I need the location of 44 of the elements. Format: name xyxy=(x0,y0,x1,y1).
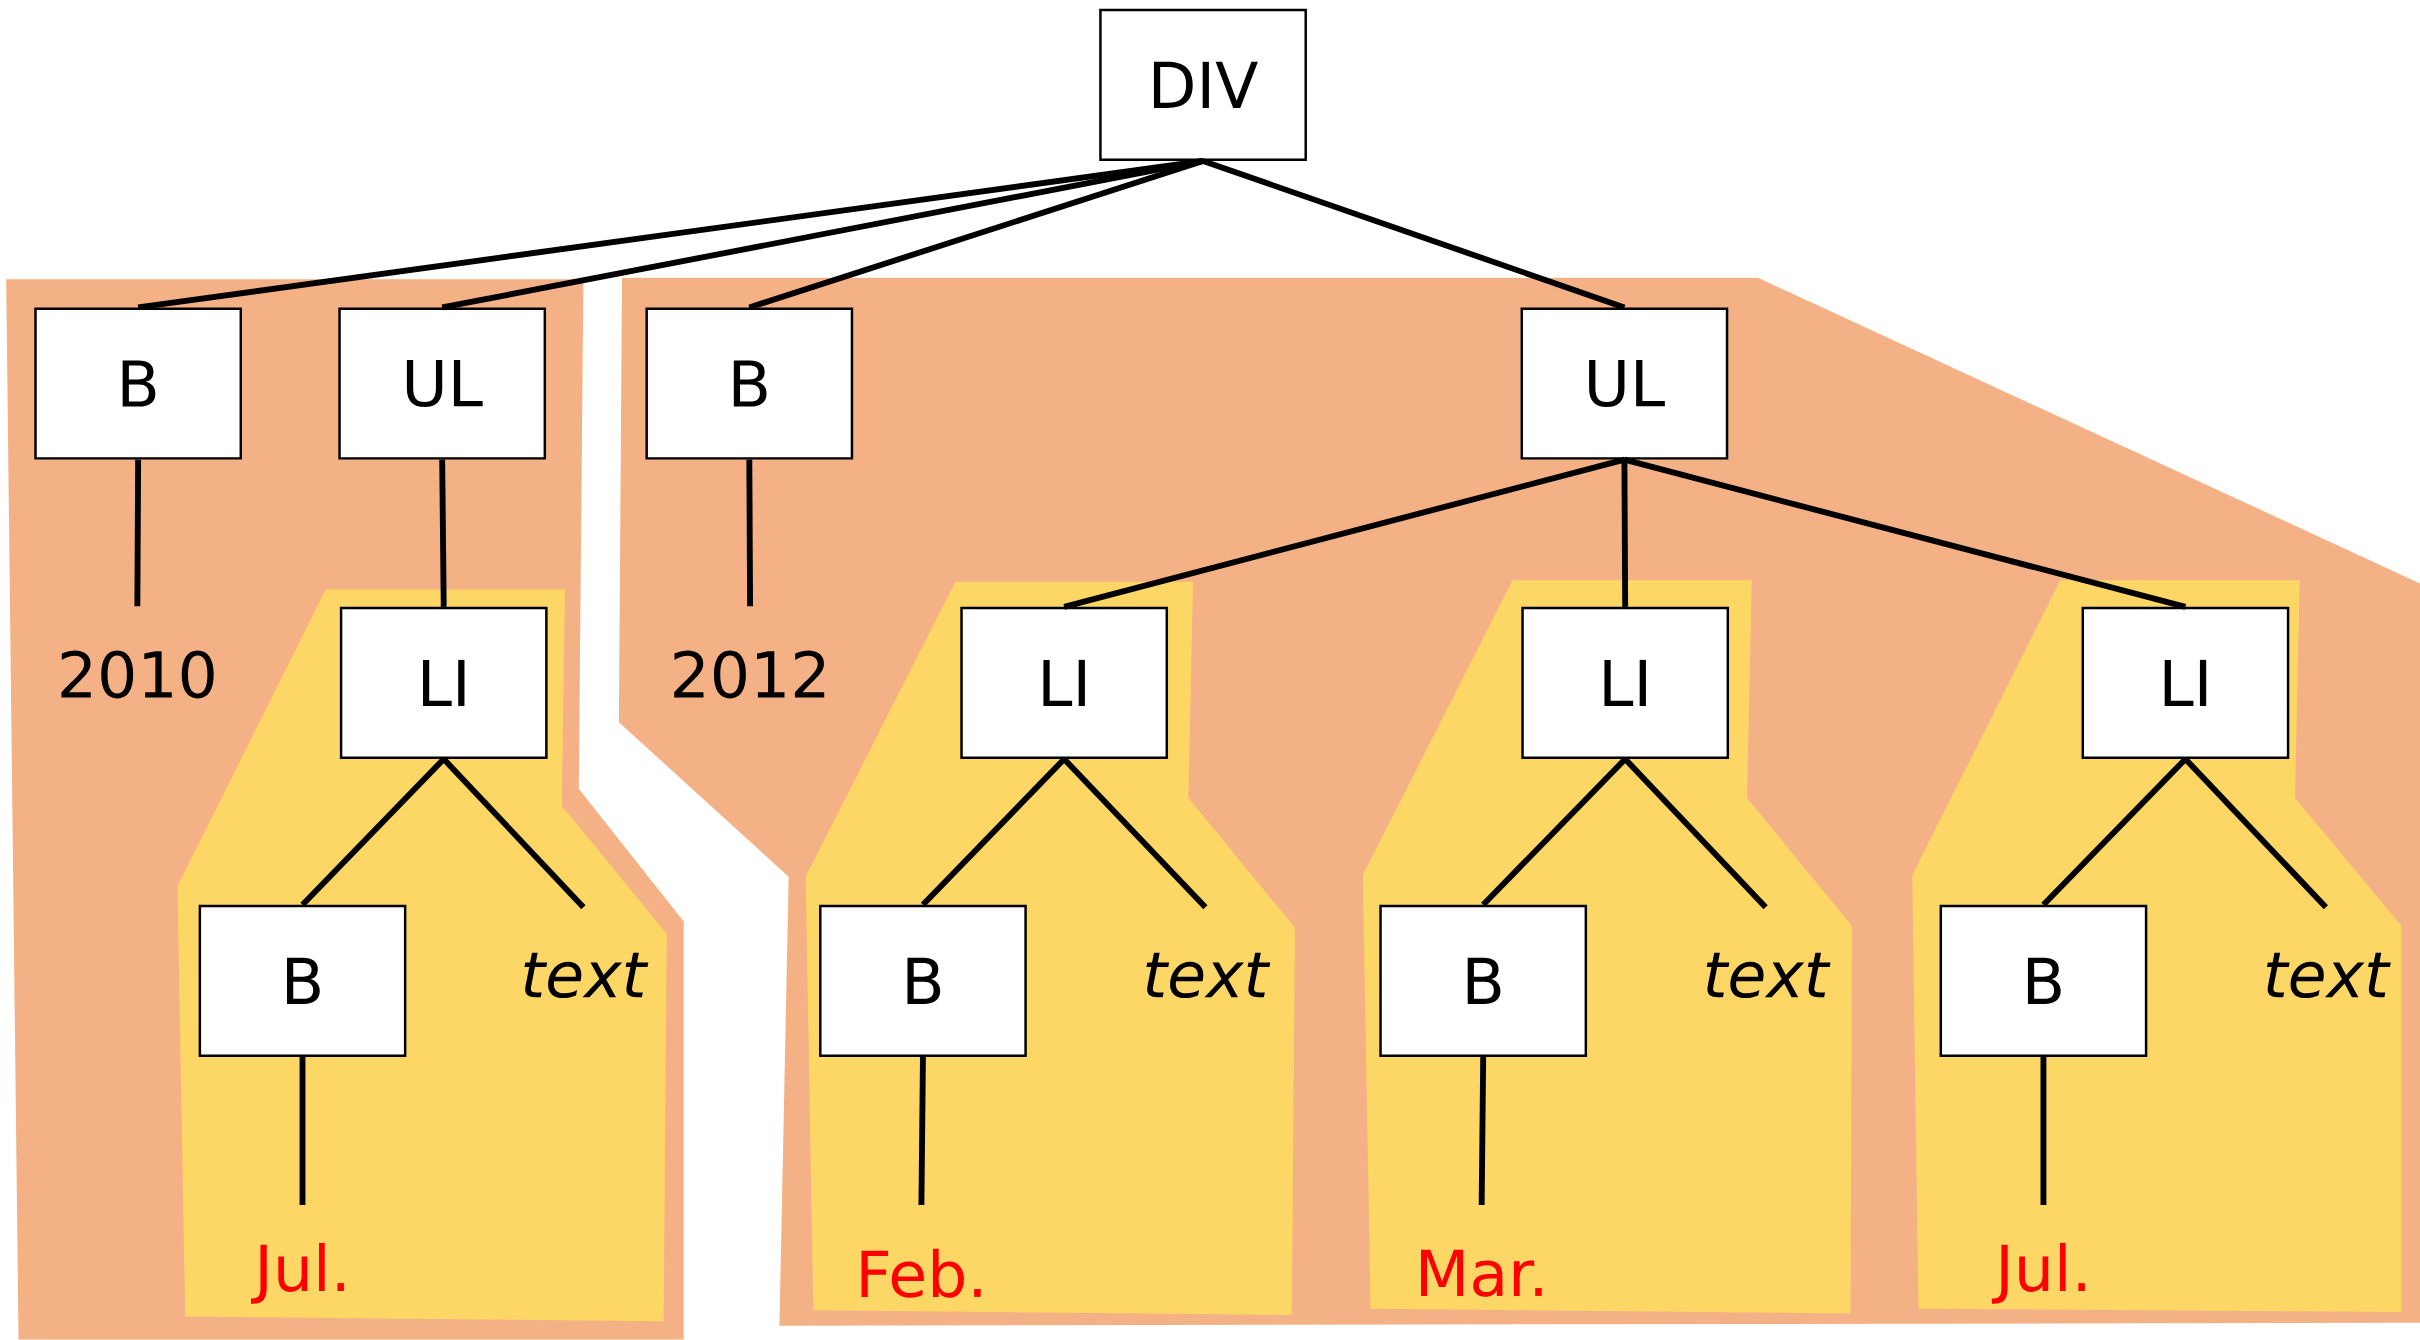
node-text: text xyxy=(1146,952,1271,999)
node-text: text xyxy=(524,952,649,999)
element-box: B xyxy=(819,904,1027,1058)
node-text: Jul. xyxy=(1991,1243,2085,1304)
connector-line xyxy=(441,757,586,910)
node-text: Feb. xyxy=(861,1249,981,1298)
connector-line xyxy=(1063,456,1626,610)
connector-line xyxy=(920,757,1067,907)
node-text: 2010 xyxy=(61,650,214,699)
element-box: LI xyxy=(1521,607,1730,760)
connector-line xyxy=(2040,1057,2047,1206)
element-box: B xyxy=(645,307,854,460)
connector-line xyxy=(441,158,1204,311)
element-box: LI xyxy=(339,607,548,760)
connector-line xyxy=(1623,456,2187,610)
element-box: B xyxy=(198,904,407,1058)
element-box: DIV xyxy=(1099,8,1307,162)
connector-line xyxy=(748,158,1204,311)
element-box: B xyxy=(1939,904,2148,1058)
connector-line xyxy=(1202,158,1626,311)
element-box: UL xyxy=(1520,307,1729,460)
connector-line xyxy=(918,1057,926,1206)
connector-line xyxy=(299,1057,306,1206)
element-box: B xyxy=(34,307,242,460)
node-text: Jul. xyxy=(251,1243,344,1304)
connector-line xyxy=(1623,757,1768,910)
element-box: LI xyxy=(2081,607,2290,760)
connector-line xyxy=(1481,757,1628,907)
connector-line xyxy=(300,757,446,907)
connector-line xyxy=(1062,757,1208,910)
node-text: 2012 xyxy=(674,650,825,699)
element-box: LI xyxy=(960,607,1169,760)
connector-line xyxy=(439,459,447,608)
connector-line xyxy=(134,459,142,607)
connector-line xyxy=(1621,459,1629,608)
element-box: B xyxy=(1379,904,1588,1058)
connector-line xyxy=(2041,757,2188,907)
node-text: text xyxy=(2266,952,2391,999)
node-text: Mar. xyxy=(1421,1249,1542,1297)
connector-line xyxy=(1478,1057,1487,1206)
connector-line xyxy=(2183,757,2328,910)
connector-line xyxy=(746,459,753,607)
element-box: UL xyxy=(338,307,547,460)
node-text: text xyxy=(1706,952,1831,999)
